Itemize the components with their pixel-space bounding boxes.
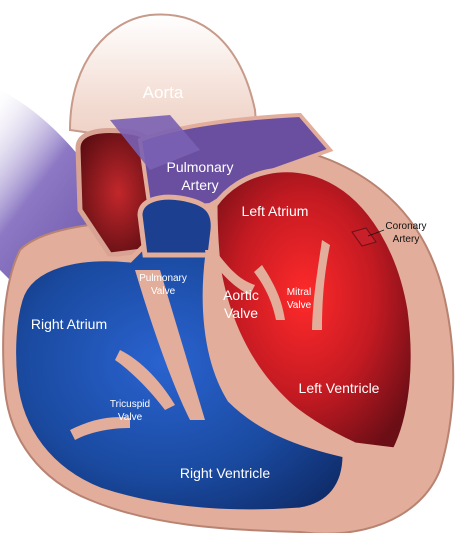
coronary-artery-label-line1: Coronary <box>385 221 426 232</box>
mitral-valve-leaflet-2 <box>312 240 330 330</box>
aortic-valve-label-line2: Valve <box>224 305 258 321</box>
pulmonary-artery-label-line1: Pulmonary <box>167 159 234 175</box>
tricuspid-valve-leaflet-2 <box>70 417 130 440</box>
pulmonary-artery-label-line2: Artery <box>181 177 218 193</box>
pulmonary-trunk <box>137 194 216 258</box>
tricuspid-valve-leaflet <box>115 350 175 410</box>
left-atrium-label: Left Atrium <box>242 203 309 219</box>
aorta-label: Aorta <box>143 83 184 102</box>
tricuspid-valve-label-line2: Valve <box>118 412 143 423</box>
aortic-valve-label-line1: Aortic <box>223 287 259 303</box>
right-atrium-label: Right Atrium <box>31 316 107 332</box>
mitral-valve-leaflet <box>254 265 285 320</box>
tricuspid-valve-label-line1: Tricuspid <box>110 399 150 410</box>
mitral-valve-label-line2: Valve <box>287 300 312 311</box>
coronary-leader-line <box>367 229 385 237</box>
right-ventricle-label: Right Ventricle <box>180 465 270 481</box>
aortic-valve-leaflet <box>210 250 255 295</box>
coronary-artery <box>351 227 377 247</box>
pulmonary-artery-branch <box>110 115 200 170</box>
pulmonary-valve-label-line2: Valve <box>151 286 176 297</box>
mitral-valve-label-line1: Mitral <box>287 287 311 298</box>
septum <box>135 270 205 420</box>
pulmonary-valve-label-line1: Pulmonary <box>139 273 187 284</box>
left-ventricle-label: Left Ventricle <box>299 380 380 396</box>
coronary-artery-label-line2: Artery <box>393 234 420 245</box>
